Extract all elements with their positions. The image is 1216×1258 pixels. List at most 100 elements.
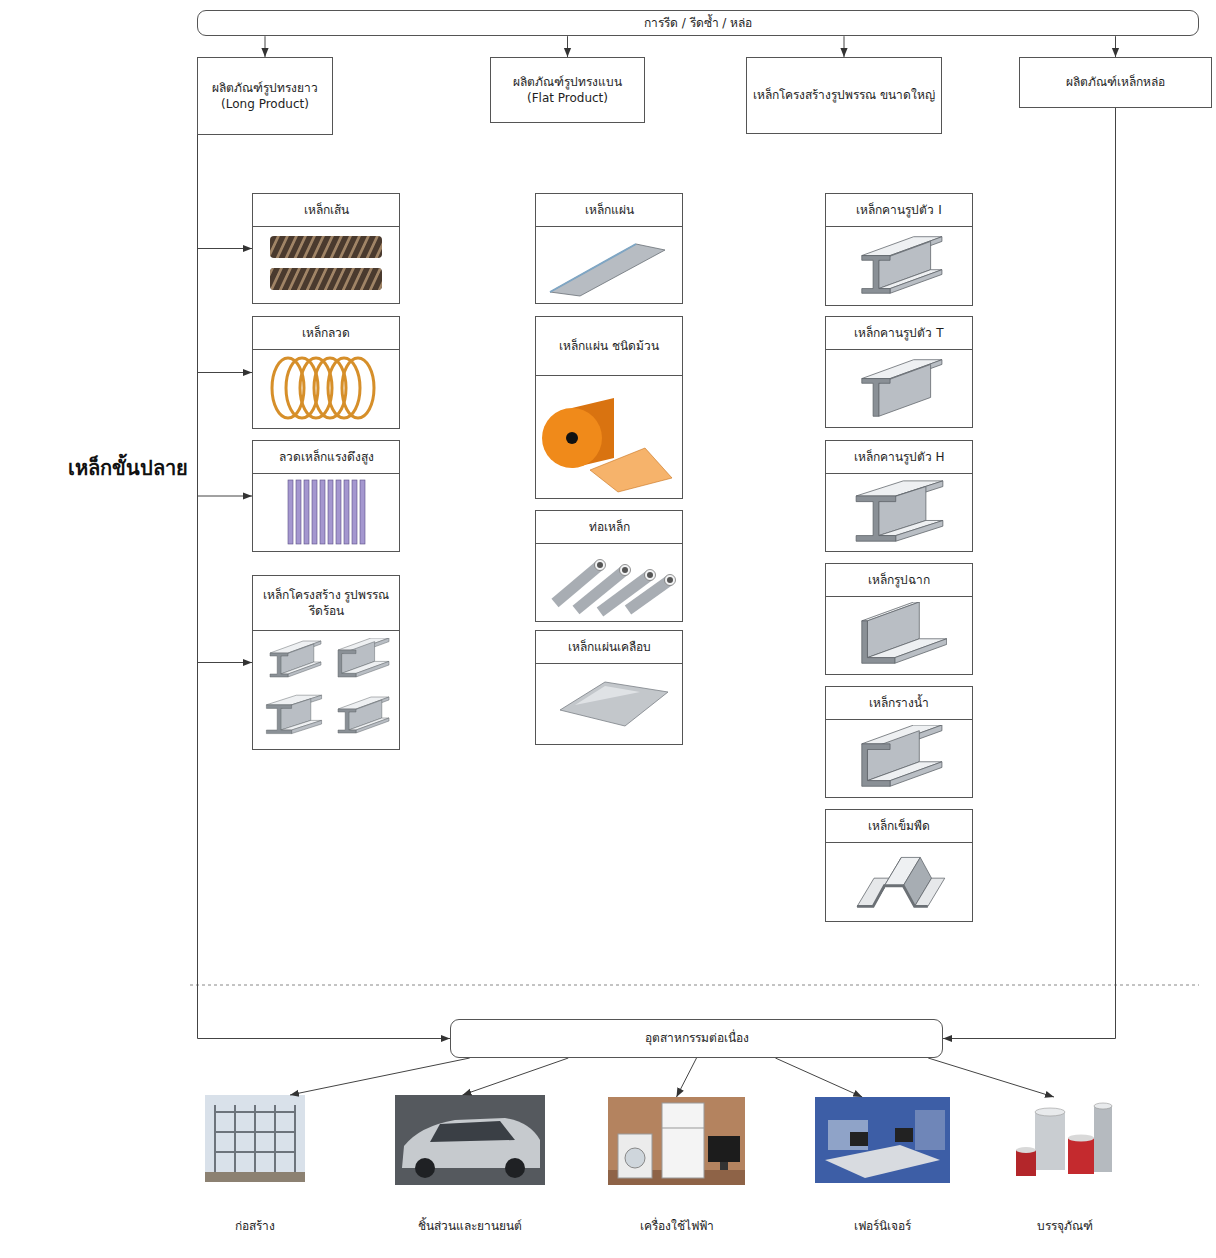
tensile-wire-illustration-part <box>344 480 349 544</box>
box-label: ผลิตภัณฑ์รูปทรงแบน <box>513 74 622 90</box>
rebar-illustration-part <box>270 268 382 290</box>
photo-caption: บรรจุภัณฑ์ <box>1010 1218 1120 1234</box>
beam-illustrations-part <box>856 481 943 541</box>
box-label: เหล็กเส้น <box>304 202 349 218</box>
product-header: เหล็กแผ่นเคลือบ <box>536 631 682 664</box>
tensile-wire-illustration-part <box>288 480 293 544</box>
tensile-wire-illustration-part <box>328 480 333 544</box>
flow-arrow <box>290 1058 470 1095</box>
product-header: เหล็กคานรูปตัว I <box>826 194 972 227</box>
appliance-photo-part <box>625 1148 645 1168</box>
box-label: ลวดเหล็กแรงดึงสูง <box>279 449 374 465</box>
beam-illustrations-part <box>862 602 947 663</box>
product-box: เหล็กรางน้ำ <box>825 686 973 798</box>
hot-rolled-sections-illustration-part <box>270 641 321 677</box>
side-label: เหล็กขั้นปลาย <box>68 452 188 484</box>
coil-illustration <box>542 398 672 492</box>
construction-photo-part-part <box>215 1151 295 1153</box>
coated-sheet-illustration-part <box>560 682 668 726</box>
packaging-photo-part <box>1068 1138 1094 1174</box>
hub-box: อุตสาหกรรมต่อเนื่อง <box>450 1019 943 1058</box>
box-label: (Long Product) <box>221 96 309 112</box>
picture-area <box>536 544 682 621</box>
construction-photo-part <box>215 1105 295 1176</box>
tensile-wire-illustration-part <box>304 480 309 544</box>
picture-area <box>253 631 399 749</box>
construction-photo-part-part <box>294 1105 296 1176</box>
box-label: เหล็กโครงสร้าง รูปพรรณรีดร้อน <box>257 587 395 619</box>
picture-area <box>536 227 682 303</box>
pipe-illustration-part <box>645 570 656 581</box>
tensile-wire-illustration-part <box>352 480 357 544</box>
wire-rod-illustration-part <box>328 358 360 418</box>
wire-rod-illustration <box>272 358 374 418</box>
construction-photo-part-part <box>214 1105 216 1176</box>
furniture-photo <box>815 1097 950 1183</box>
hot-rolled-sections-illustration <box>266 638 389 734</box>
product-header: เหล็กเข็มพืด <box>826 810 972 843</box>
packaging-photo-part <box>1094 1103 1112 1109</box>
product-box: ท่อเหล็ก <box>535 510 683 622</box>
construction-photo-part <box>205 1095 305 1182</box>
appliance-photo-part <box>708 1136 740 1162</box>
plate-illustration <box>550 244 665 296</box>
hot-rolled-sections-illustration-part <box>266 695 321 733</box>
product-box: เหล็กลวด <box>252 316 400 429</box>
pipe-illustration-part <box>622 567 628 573</box>
box-label: ท่อเหล็ก <box>589 519 630 535</box>
box-label: เหล็กรูปฉาก <box>868 572 930 588</box>
packaging-photo-part <box>1035 1112 1065 1170</box>
automotive-photo-part <box>430 1121 515 1142</box>
flow-arrow <box>1115 36 1116 57</box>
picture-area <box>608 1097 745 1218</box>
product-header: เหล็กลวด <box>253 317 399 350</box>
flow-arrow <box>198 135 253 373</box>
packaging-photo-part <box>1035 1108 1065 1116</box>
box-label: เหล็กลวด <box>302 325 350 341</box>
packaging-photo-part <box>1010 1097 1120 1185</box>
construction-photo-part-part <box>274 1105 276 1176</box>
construction-photo-part-part <box>254 1105 256 1176</box>
industry-photo: เครื่องใช้ไฟฟ้า <box>608 1097 745 1234</box>
tensile-wire-illustration-part <box>312 480 317 544</box>
box-label: อุตสาหกรรมต่อเนื่อง <box>645 1030 749 1046</box>
picture-area <box>536 376 682 498</box>
furniture-photo-part <box>850 1132 868 1146</box>
beam-illustrations-part <box>862 725 942 786</box>
box-label: เหล็กโครงสร้างรูปพรรณ ขนาดใหญ่ <box>753 87 935 103</box>
divider-line <box>190 985 1199 986</box>
construction-photo-part-part <box>234 1105 236 1176</box>
construction-photo <box>205 1095 305 1182</box>
photo-caption: ชิ้นส่วนและยานยนต์ <box>395 1218 545 1234</box>
plate-illustration-part <box>550 244 665 296</box>
pipe-illustration <box>555 560 676 613</box>
beam-illustrations-part <box>862 237 942 294</box>
picture-area <box>1010 1097 1120 1218</box>
beam-illustrations-part <box>857 857 945 906</box>
industry-photo: ก่อสร้าง <box>205 1095 305 1234</box>
product-header: เหล็กเส้น <box>253 194 399 227</box>
rebar-illustration-part <box>270 268 382 290</box>
photo-caption: ก่อสร้าง <box>205 1218 305 1234</box>
beam-illustrations-part <box>862 360 942 417</box>
flow-arrow <box>844 36 845 57</box>
tensile-wire-illustration-part <box>296 480 301 544</box>
automotive-photo-part <box>505 1158 525 1178</box>
coil-illustration-part <box>542 408 602 468</box>
furniture-photo-part <box>828 1120 868 1150</box>
rebar-illustration-part <box>270 236 382 258</box>
rebar-illustration <box>270 236 382 290</box>
construction-photo-part-part <box>215 1131 295 1133</box>
plate-illustration-part <box>550 244 636 292</box>
photo-caption: เฟอร์นิเจอร์ <box>815 1218 950 1234</box>
appliance-photo-part <box>720 1162 728 1170</box>
flow-arrow <box>928 1058 1054 1097</box>
category-box: ผลิตภัณฑ์เหล็กหล่อ <box>1019 57 1212 108</box>
picture-area <box>826 227 972 305</box>
product-header: ท่อเหล็ก <box>536 511 682 544</box>
category-box: ผลิตภัณฑ์รูปทรงยาว(Long Product) <box>197 57 333 135</box>
product-box: เหล็กโครงสร้าง รูปพรรณรีดร้อน <box>252 575 400 750</box>
box-label: เหล็กแผ่น <box>585 202 634 218</box>
construction-photo-part <box>205 1172 305 1182</box>
